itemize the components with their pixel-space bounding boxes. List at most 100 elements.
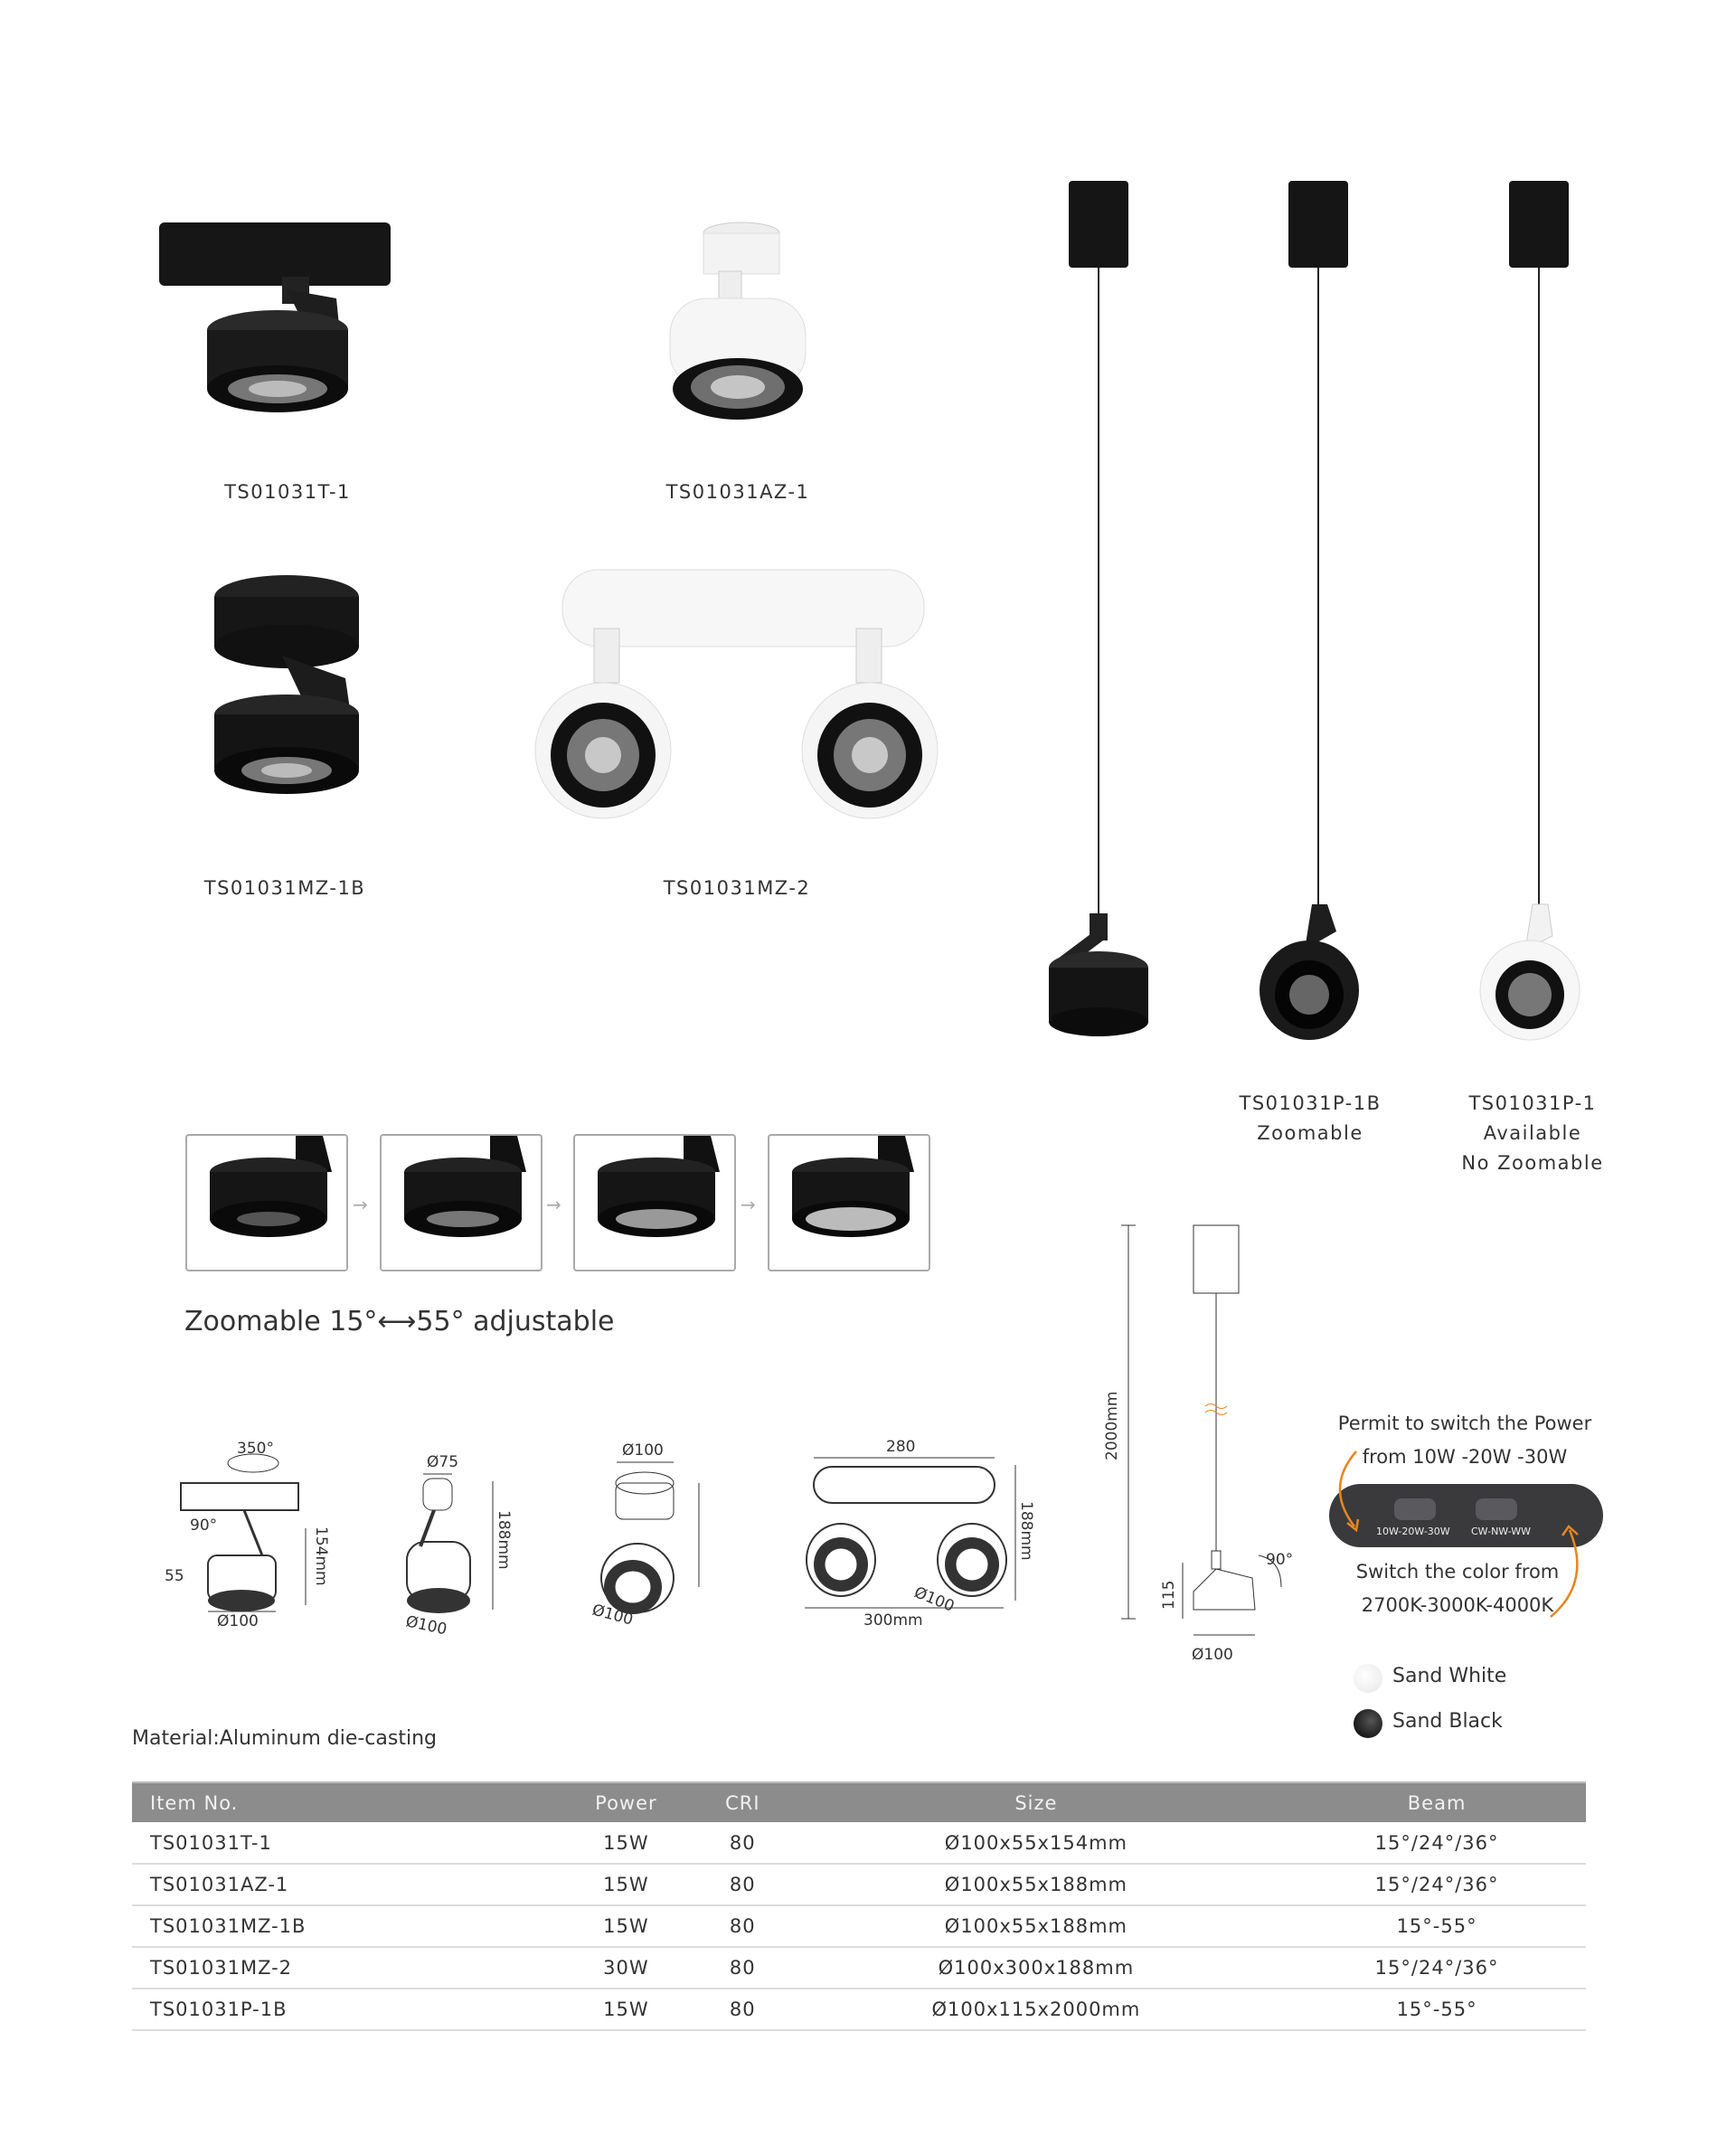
table-cell: 15°/24°/36°	[1288, 1864, 1586, 1906]
zoom-step-4	[768, 1134, 930, 1271]
svg-text:188mm: 188mm	[1017, 1501, 1035, 1561]
svg-text:154mm: 154mm	[312, 1526, 330, 1586]
col-item: Item No.	[132, 1781, 552, 1822]
product-label: TS01031T-1	[224, 481, 351, 503]
table-cell: Ø100x55x188mm	[784, 1864, 1288, 1906]
table-cell: TS01031AZ-1	[132, 1864, 552, 1906]
svg-text:2000mm: 2000mm	[1103, 1392, 1121, 1460]
svg-text:55: 55	[165, 1567, 184, 1585]
svg-text:188mm: 188mm	[495, 1510, 513, 1570]
color-switch-label: CW-NW-WW	[1471, 1526, 1532, 1537]
table-cell: 15°-55°	[1288, 1989, 1586, 2031]
power-switch-label: 10W-20W-30W	[1376, 1526, 1450, 1537]
table-cell: 80	[700, 1905, 785, 1948]
product-label: TS01031MZ-2	[663, 877, 811, 899]
arrow-right-icon: →	[546, 1194, 561, 1215]
table-cell: 80	[700, 1822, 785, 1865]
dimension-drawing-az1: Ø75 188mm Ø100	[404, 1453, 513, 1639]
svg-text:350°: 350°	[237, 1440, 274, 1458]
finish-swatch-black	[1354, 1709, 1382, 1738]
dimension-drawing-t1: 350° 90° 55 154mm Ø100	[165, 1440, 330, 1630]
svg-text:Ø100: Ø100	[217, 1612, 259, 1630]
color-note-line: Switch the color from	[1355, 1561, 1560, 1583]
switch-panel: 10W-20W-30W CW-NW-WW	[1329, 1484, 1603, 1547]
table-cell: TS01031MZ-2	[132, 1947, 552, 1989]
power-note-line: Permit to switch the Power	[1337, 1413, 1592, 1434]
product-image-ts01031t-1	[159, 222, 391, 412]
pendant-label: TS01031P-1B Zoomable	[1239, 1089, 1381, 1148]
product-label: TS01031MZ-1B	[203, 877, 366, 899]
table-cell: 15W	[551, 1822, 701, 1865]
pendant-image-ts01031p-1	[1479, 181, 1580, 1041]
zoom-caption: Zoomable 15°⟷55° adjustable	[184, 1306, 615, 1337]
power-note-line: from 10W -20W -30W	[1362, 1446, 1568, 1468]
svg-text:Ø100: Ø100	[404, 1612, 448, 1639]
pendant-image-black-surface	[1049, 181, 1148, 1036]
pendant-note: Zoomable	[1257, 1122, 1363, 1144]
product-label: TS01031AZ-1	[665, 481, 810, 503]
dimension-drawing-pendant: 2000mm 115 90° Ø100	[1103, 1224, 1293, 1664]
zoom-step-2	[380, 1134, 542, 1271]
arrow-right-icon: →	[353, 1194, 368, 1215]
pendant-item: TS01031P-1	[1468, 1092, 1597, 1114]
table-cell: TS01031T-1	[132, 1822, 552, 1865]
product-image-ts01031mz-2	[534, 569, 939, 819]
table-cell: 80	[700, 1947, 785, 1989]
product-image-ts01031az-1	[669, 222, 807, 420]
power-switch-note: Permit to switch the Power from 10W -20W…	[1338, 1407, 1591, 1474]
material-note: Material:Aluminum die-casting	[132, 1727, 437, 1750]
table-cell: 30W	[551, 1947, 701, 1989]
svg-text:Ø75: Ø75	[427, 1453, 458, 1471]
pendant-item: TS01031P-1B	[1239, 1092, 1382, 1114]
svg-text:300mm: 300mm	[863, 1611, 923, 1630]
svg-text:90°: 90°	[1266, 1551, 1293, 1569]
table-cell: TS01031P-1B	[132, 1989, 552, 2031]
table-cell: 15W	[551, 1905, 701, 1948]
table-header: Item No. Power CRI Size Beam	[132, 1781, 1586, 1822]
table-cell: 15W	[551, 1989, 701, 2031]
svg-text:90°: 90°	[190, 1517, 217, 1535]
table-cell: TS01031MZ-1B	[132, 1905, 552, 1948]
pendant-label: TS01031P-1 Available No Zoomable	[1461, 1089, 1603, 1178]
table-cell: 80	[700, 1989, 785, 2031]
table-cell: 15°/24°/36°	[1288, 1822, 1586, 1865]
table-cell: Ø100x300x188mm	[784, 1947, 1288, 1989]
power-switch	[1394, 1498, 1436, 1520]
table-cell: 15°/24°/36°	[1288, 1947, 1586, 1989]
zoom-step-1	[185, 1134, 348, 1271]
table-cell: Ø100x115x2000mm	[784, 1989, 1288, 2031]
finish-swatch-white	[1354, 1664, 1382, 1693]
col-power: Power	[551, 1781, 701, 1822]
pendant-note: No Zoomable	[1461, 1152, 1604, 1174]
finish-label: Sand White	[1392, 1665, 1507, 1687]
col-beam: Beam	[1288, 1781, 1586, 1822]
col-cri: CRI	[700, 1781, 785, 1822]
table-cell: 80	[700, 1864, 785, 1906]
table-cell: 15°-55°	[1288, 1905, 1586, 1948]
orange-arrow-icons	[1338, 1450, 1579, 1618]
arrow-right-icon: →	[741, 1194, 756, 1215]
svg-text:280: 280	[886, 1438, 915, 1456]
color-switch-note: Switch the color from 2700K-3000K-4000K	[1356, 1555, 1560, 1622]
dimension-drawing-mz2: 280 188mm Ø100 300mm	[805, 1438, 1035, 1630]
dimension-drawing-mz1b: Ø100 Ø100	[590, 1441, 700, 1630]
color-switch	[1476, 1498, 1517, 1520]
table-cell: Ø100x55x154mm	[784, 1822, 1288, 1865]
svg-text:Ø100: Ø100	[622, 1441, 664, 1460]
col-size: Size	[784, 1781, 1288, 1822]
color-note-line: 2700K-3000K-4000K	[1361, 1594, 1554, 1616]
table-cell: Ø100x55x188mm	[784, 1905, 1288, 1948]
table-cell: 15W	[551, 1864, 701, 1906]
finish-label: Sand Black	[1392, 1710, 1503, 1733]
pendant-image-ts01031p-1b	[1260, 181, 1359, 1040]
svg-text:Ø100: Ø100	[1192, 1646, 1233, 1664]
svg-text:115: 115	[1160, 1581, 1178, 1610]
product-image-ts01031mz-1b	[214, 575, 359, 794]
zoom-step-3	[573, 1134, 736, 1271]
